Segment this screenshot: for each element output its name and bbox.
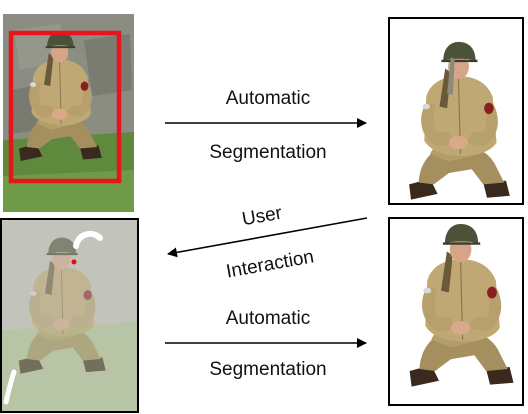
input-image-with-bounding-box xyxy=(3,14,134,212)
step1-label-line2: Segmentation xyxy=(209,142,326,163)
bounding-box xyxy=(8,30,122,184)
user-point xyxy=(71,259,77,265)
user-stroke-bottom xyxy=(3,369,17,405)
user-stroke xyxy=(73,230,103,249)
segmentation-result-2 xyxy=(388,217,524,406)
segmentation-result-1 xyxy=(388,17,524,205)
step2-label-line2: Interaction xyxy=(225,246,316,282)
step2-label-line1: User xyxy=(241,203,285,231)
step1-label-line1: Automatic xyxy=(226,88,310,109)
step3-label-line1: Automatic xyxy=(226,308,310,329)
step3-label-line2: Segmentation xyxy=(209,359,326,380)
arrow-user-interaction xyxy=(167,217,368,258)
user-interaction-image xyxy=(0,218,139,413)
